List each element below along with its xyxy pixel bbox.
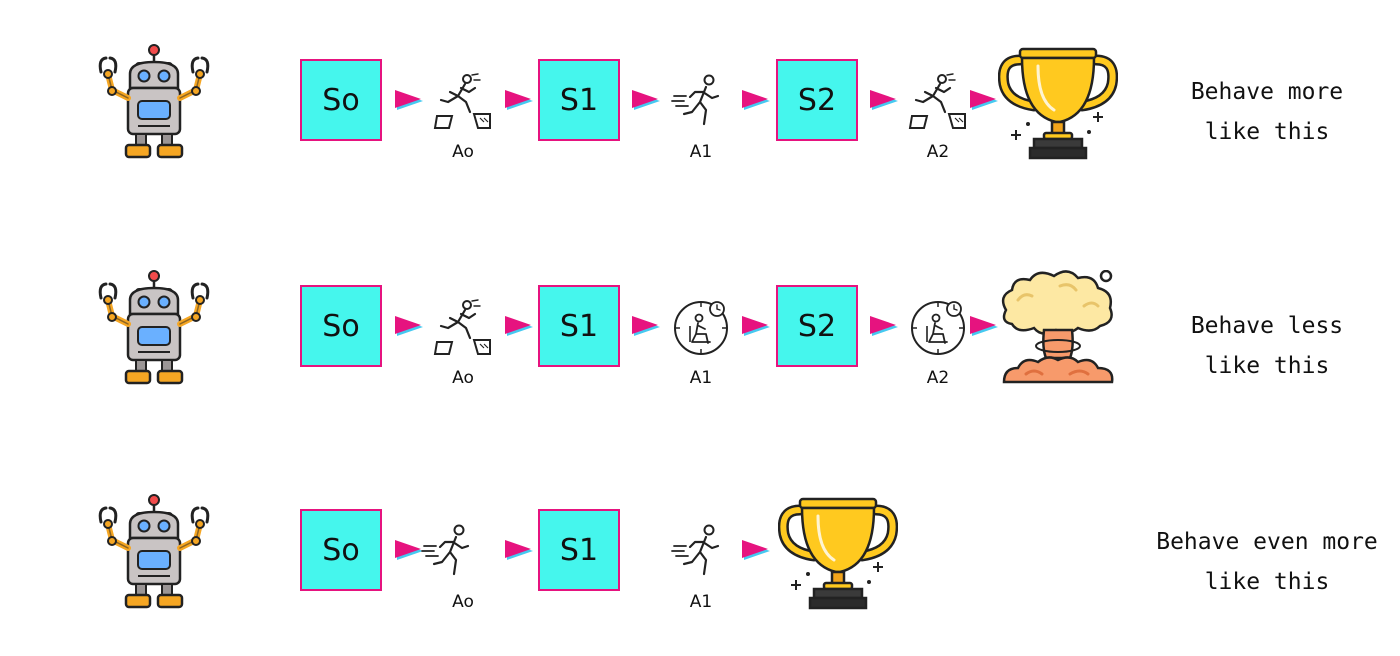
running-person-icon: [670, 70, 732, 132]
action-label: Ao: [452, 368, 474, 388]
arrow-icon: [868, 314, 900, 338]
state-box: So: [300, 59, 382, 141]
behavior-caption: Behave less like this: [1137, 306, 1397, 386]
action-label: Ao: [452, 142, 474, 162]
caption-line: Behave even more: [1156, 529, 1378, 555]
jumping-runner-icon: [432, 70, 494, 132]
caption-line: like this: [1204, 569, 1330, 595]
arrow-icon: [968, 314, 1000, 338]
action-label: A1: [689, 592, 713, 612]
behavior-caption: Behave even more like this: [1137, 522, 1397, 602]
caption-line: like this: [1204, 119, 1330, 145]
robot-agent-icon: [92, 270, 216, 394]
trophy-icon: [778, 494, 898, 614]
trajectory-row-1: So Ao S1 A1 S2 A2 Behave more like this: [0, 44, 1400, 204]
arrow-icon: [740, 314, 772, 338]
caption-line: Behave less: [1190, 313, 1344, 339]
arrow-icon: [968, 88, 1000, 112]
robot-agent-icon: [92, 494, 216, 618]
action-label: A1: [689, 142, 713, 162]
robot-agent-icon: [92, 44, 216, 168]
arrow-icon: [503, 538, 535, 562]
explosion-icon: [998, 270, 1118, 390]
waiting-clock-icon: [907, 296, 969, 358]
caption-line: like this: [1204, 353, 1330, 379]
trophy-icon: [998, 44, 1118, 164]
state-box: S2: [776, 59, 858, 141]
state-box: S2: [776, 285, 858, 367]
state-box: So: [300, 509, 382, 591]
arrow-icon: [393, 88, 425, 112]
arrow-icon: [740, 538, 772, 562]
jumping-runner-icon: [907, 70, 969, 132]
trajectory-row-2: So Ao S1 A1 S2 A2 Behave less like this: [0, 270, 1400, 430]
action-label: A2: [926, 368, 950, 388]
arrow-icon: [503, 88, 535, 112]
running-person-icon: [420, 520, 482, 582]
jumping-runner-icon: [432, 296, 494, 358]
arrow-icon: [393, 314, 425, 338]
arrow-icon: [630, 314, 662, 338]
running-person-icon: [670, 520, 732, 582]
caption-line: Behave more: [1190, 79, 1344, 105]
state-box: S1: [538, 285, 620, 367]
waiting-clock-icon: [670, 296, 732, 358]
trajectory-row-3: So Ao S1 A1 Behave even more like this: [0, 494, 1400, 654]
arrow-icon: [868, 88, 900, 112]
state-box: S1: [538, 509, 620, 591]
state-box: So: [300, 285, 382, 367]
arrow-icon: [503, 314, 535, 338]
action-label: A2: [926, 142, 950, 162]
state-box: S1: [538, 59, 620, 141]
action-label: A1: [689, 368, 713, 388]
action-label: Ao: [452, 592, 474, 612]
arrow-icon: [740, 88, 772, 112]
behavior-caption: Behave more like this: [1137, 72, 1397, 152]
arrow-icon: [630, 88, 662, 112]
